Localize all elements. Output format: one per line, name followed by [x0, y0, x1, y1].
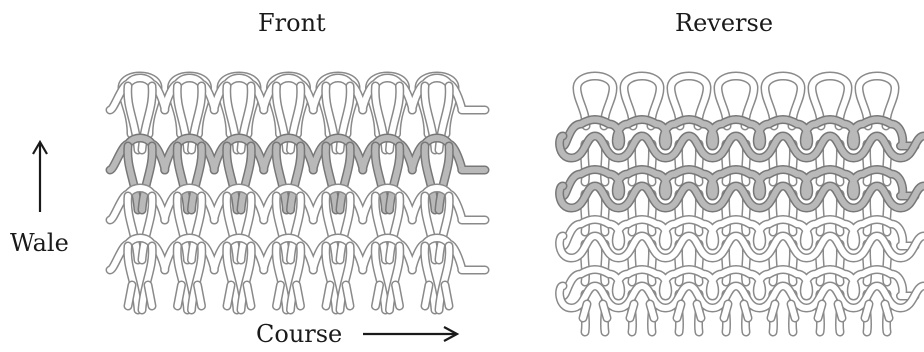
tail — [697, 304, 701, 318]
tail — [445, 285, 449, 306]
tail — [297, 285, 301, 306]
tail — [583, 304, 587, 318]
reverse-knit-diagram — [555, 60, 921, 320]
tail — [885, 304, 889, 318]
tail — [724, 304, 728, 318]
tail — [791, 304, 795, 318]
tail — [744, 304, 748, 318]
tail — [838, 304, 842, 318]
reverse-title: Reverse — [675, 11, 773, 35]
front-knit-diagram — [100, 60, 492, 312]
tail — [396, 285, 400, 306]
tail — [178, 285, 182, 306]
course-arrow-icon — [360, 322, 460, 346]
wale-arrow-icon — [30, 140, 50, 215]
tail — [630, 304, 634, 318]
tail — [376, 285, 380, 306]
tail — [865, 304, 869, 318]
tail — [818, 304, 822, 318]
tail — [771, 304, 775, 318]
tail — [650, 304, 654, 318]
tail — [603, 304, 607, 318]
tail — [247, 285, 251, 306]
tail — [148, 285, 152, 306]
tail — [128, 285, 132, 306]
tail — [326, 285, 330, 306]
tail — [425, 285, 429, 306]
wale-label: Wale — [10, 231, 69, 255]
tail — [198, 285, 202, 306]
tail — [677, 304, 681, 318]
tail — [277, 285, 281, 306]
course-label: Course — [256, 322, 342, 346]
tail — [346, 285, 350, 306]
front-title: Front — [258, 11, 326, 35]
tail — [227, 285, 231, 306]
